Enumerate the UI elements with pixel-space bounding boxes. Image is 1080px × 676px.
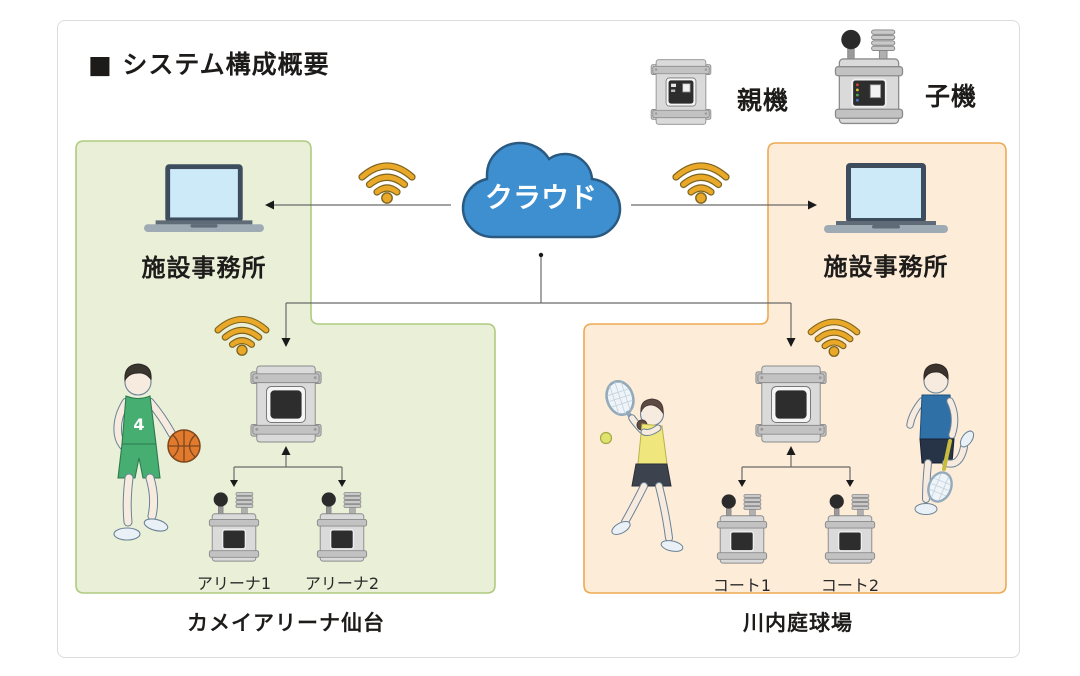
child-device-icon-court2 [824,494,876,564]
arrow-to-left-parent [281,338,291,347]
arena2-label: アリーナ2 [304,574,380,593]
wifi-icon-right-zone [807,318,861,357]
court2-label: コート2 [820,576,880,595]
cloud-label: クラウド [485,181,597,214]
parent-device-icon-right [755,365,827,443]
arrow-to-right-parent [786,338,796,347]
tennis-player-male-illustration [906,363,975,515]
jersey-number: 4 [133,415,144,434]
wifi-icon-left-zone [214,316,270,356]
child-device-icon-arena1 [208,492,260,562]
arrow-into-right-parent [786,446,796,455]
legend-child-device-icon [834,29,904,125]
left-office-label: 施設事務所 [141,254,267,282]
diagram-card: ■ システム構成概要 親機 [57,20,1020,658]
child-device-icon-court1 [716,494,768,564]
left-facility-name: カメイアリーナ仙台 [187,611,385,635]
wifi-icon-left [358,162,416,204]
laptop-icon-left [144,164,264,232]
child-device-icon-arena2 [316,492,368,562]
legend-parent-label: 親機 [736,86,789,115]
parent-device-icon-left [250,365,322,443]
cloud-icon: クラウド [461,141,622,239]
wifi-icon-right [672,162,730,204]
laptop-icon-right [824,163,948,233]
page-title: ■ システム構成概要 [88,50,330,79]
court1-label: コート1 [712,576,772,595]
legend-child-label: 子機 [924,82,977,111]
right-facility-name: 川内庭球場 [743,611,853,635]
basketball-player-illustration: 4 [113,363,201,541]
legend-parent-device-icon [650,59,712,125]
arena1-label: アリーナ1 [196,574,272,593]
arrow-into-left-parent [281,446,291,455]
right-office-label: 施設事務所 [823,253,949,281]
arrow-to-left-laptop [265,200,274,210]
arrow-to-right-laptop [808,200,817,210]
connector-lines [230,200,854,487]
tennis-player-female-illustration [599,380,684,552]
